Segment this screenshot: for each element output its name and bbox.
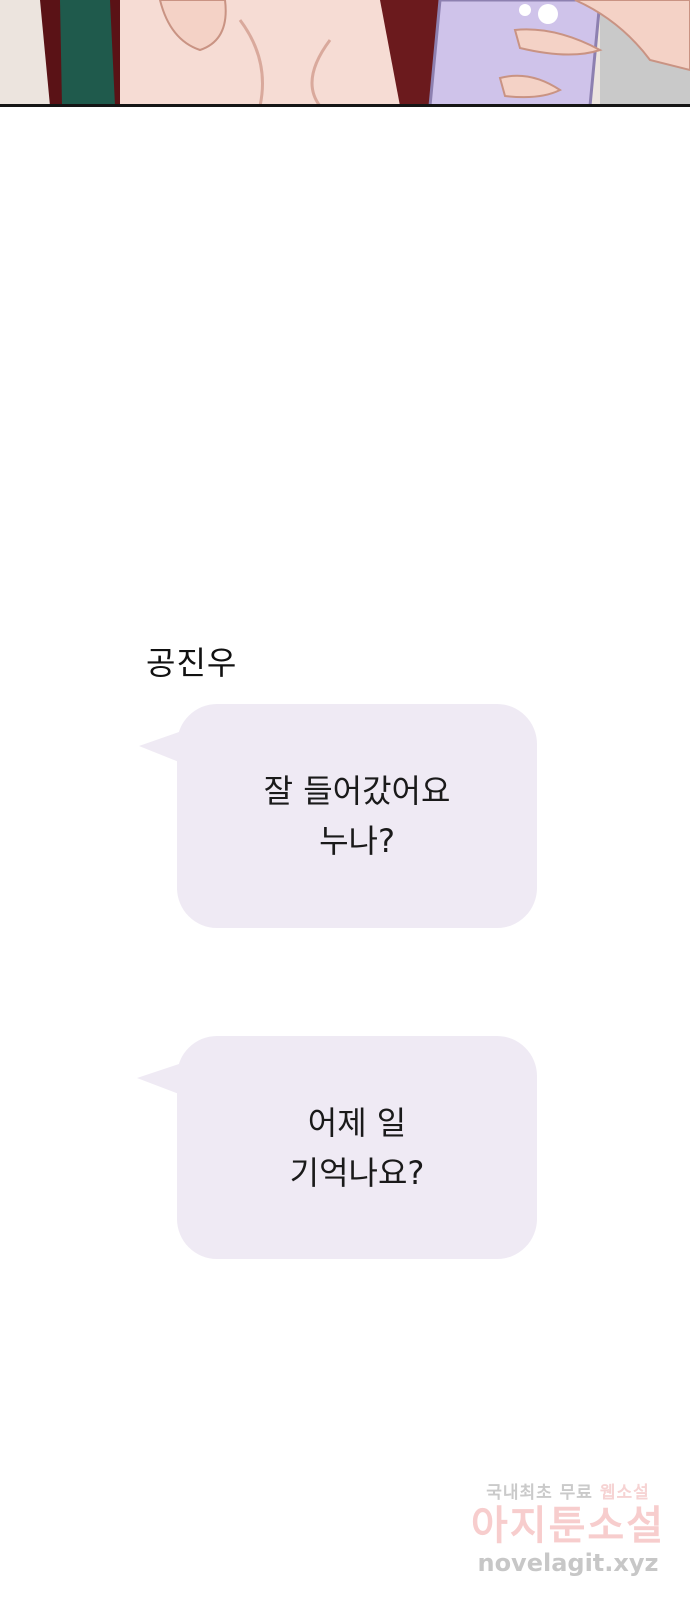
bubble-tail: [137, 1064, 179, 1094]
message-bubble: 어제 일 기억나요?: [137, 1036, 537, 1259]
panel-artwork: [0, 0, 690, 106]
comic-panel-illustration: [0, 0, 690, 106]
sender-name: 공진우: [146, 644, 238, 682]
message-bubble: 잘 들어갔어요 누나?: [139, 704, 537, 928]
watermark-tagline: 국내최초 무료 웹소설: [468, 1478, 668, 1503]
message-text: 잘 들어갔어요 누나?: [263, 772, 451, 860]
site-watermark: 국내최초 무료 웹소설 아지툰소설 novelagit.xyz: [468, 1478, 668, 1577]
bubble-tail: [139, 732, 179, 762]
watermark-tagline-highlight: 웹소설: [599, 1483, 650, 1503]
message-text: 어제 일 기억나요?: [289, 1103, 425, 1192]
panel-border: [0, 104, 690, 107]
watermark-tagline-prefix: 국내최초 무료: [486, 1483, 593, 1503]
watermark-url: novelagit.xyz: [477, 1549, 659, 1577]
watermark-brand: 아지툰소설: [471, 1503, 665, 1549]
